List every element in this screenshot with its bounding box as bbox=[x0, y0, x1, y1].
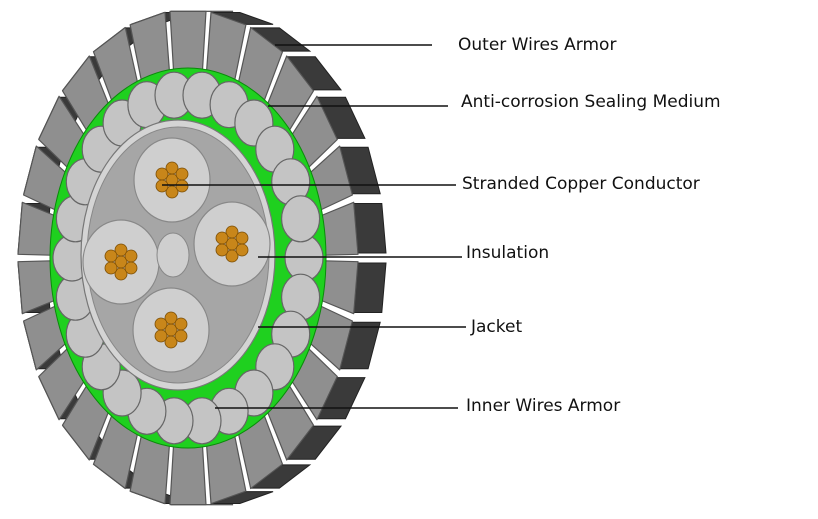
copper-strand bbox=[215, 231, 229, 245]
label-outer-wires-armor: Outer Wires Armor bbox=[458, 35, 617, 55]
outer-armor-wire bbox=[320, 260, 359, 315]
outer-armor-wire bbox=[206, 435, 247, 505]
outer-armor-wire bbox=[169, 445, 207, 506]
copper-strand bbox=[225, 249, 239, 263]
copper-strand bbox=[104, 261, 118, 275]
copper-strand bbox=[164, 335, 178, 349]
copper-strand bbox=[174, 329, 188, 343]
outer-armor-wire bbox=[129, 435, 170, 505]
copper-strand bbox=[174, 317, 188, 331]
inner-armor-wire bbox=[281, 195, 321, 243]
label-stranded-copper-conductor: Stranded Copper Conductor bbox=[462, 174, 700, 194]
copper-strand bbox=[155, 167, 169, 181]
copper-strand bbox=[175, 179, 189, 193]
copper-strand bbox=[235, 231, 249, 245]
outer-armor-wire bbox=[320, 201, 359, 256]
copper-strand bbox=[164, 311, 178, 325]
outer-armor-side-segment bbox=[353, 203, 387, 254]
center-filler bbox=[156, 232, 190, 278]
label-anti-corrosion-sealing-medium: Anti-corrosion Sealing Medium bbox=[461, 92, 721, 112]
copper-strand bbox=[124, 249, 138, 263]
copper-strand bbox=[114, 267, 128, 281]
copper-strand bbox=[225, 225, 239, 239]
outer-armor-wire bbox=[206, 11, 247, 81]
label-inner-wires-armor: Inner Wires Armor bbox=[466, 396, 621, 416]
outer-armor-wire bbox=[129, 11, 170, 81]
copper-strand bbox=[104, 249, 118, 263]
copper-strand bbox=[154, 329, 168, 343]
copper-strand bbox=[155, 179, 169, 193]
copper-strand bbox=[154, 317, 168, 331]
outer-armor-wire bbox=[169, 10, 207, 71]
label-jacket: Jacket bbox=[471, 317, 523, 337]
copper-strand bbox=[165, 185, 179, 199]
copper-strand bbox=[175, 167, 189, 181]
label-insulation: Insulation bbox=[466, 243, 550, 263]
copper-strand bbox=[124, 261, 138, 275]
copper-strand bbox=[235, 243, 249, 257]
copper-strand bbox=[114, 243, 128, 257]
copper-strand bbox=[165, 161, 179, 175]
outer-armor-side-segment bbox=[353, 262, 387, 313]
copper-strand bbox=[215, 243, 229, 257]
